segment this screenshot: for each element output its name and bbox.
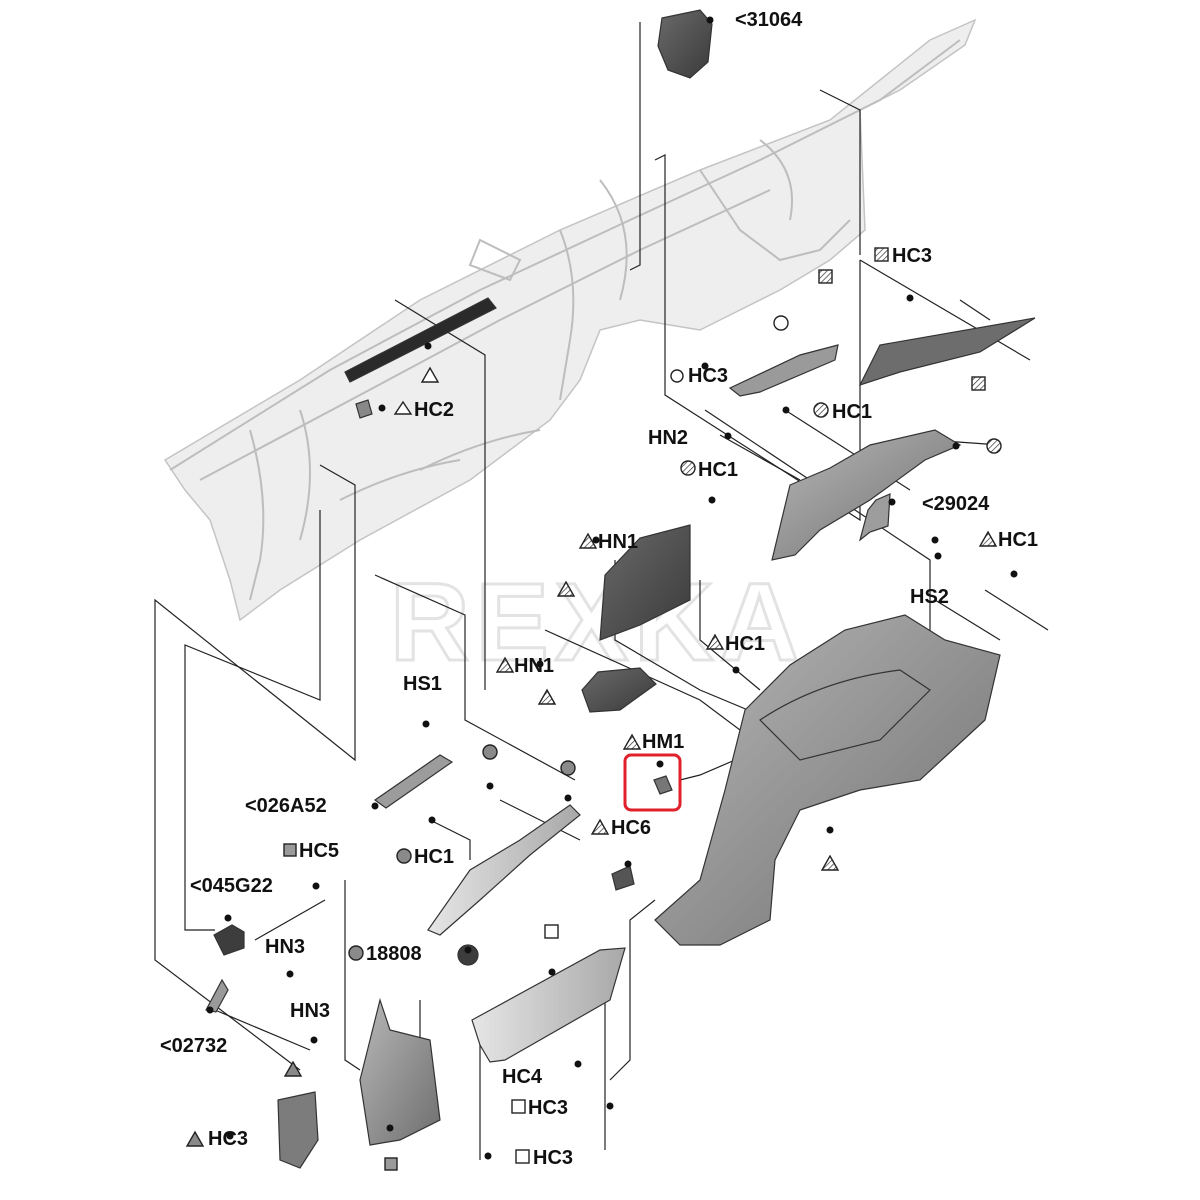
part-sill-strip [344,297,497,383]
part-upper-rail [728,344,839,397]
open-square-icon [515,1149,530,1164]
label-29024: <29024 [922,493,990,515]
open-circle-icon [670,369,684,383]
label-hc3-a: HC3 [892,245,932,267]
label-hc3-b: HC3 [688,365,728,387]
filled-triangle-icon [283,1060,303,1077]
filled-square-icon [283,843,297,857]
part-hn1-panel [599,524,691,641]
part-upper-trim [858,317,1036,387]
open-square-icon [544,924,559,939]
part-lower-sill [471,947,626,1063]
open-triangle-icon [420,366,440,383]
part-29024 [858,493,891,542]
label-hn3-a: HN3 [265,936,305,958]
part-hc2-clip [355,399,373,419]
hatched-circle-icon [986,438,1002,454]
part-hm1-clip [653,775,673,795]
label-hc3-e: HC3 [533,1147,573,1169]
part-small-panel [581,667,657,713]
label-045g22: <045G22 [190,875,273,897]
highlight-box-hm1 [623,753,682,812]
filled-circle-icon [560,760,576,776]
label-31064: <31064 [735,9,803,31]
hatched-triangle-icon [556,580,576,597]
label-hn3-b: HN3 [290,1000,330,1022]
part-31064 [657,9,713,79]
label-02732: <02732 [160,1035,227,1057]
callout-labels: <31064 HC3 HC3 HC1 HC2 HN2 HC1 <29024 HC… [160,9,1038,1169]
hatched-triangle-icon [537,688,557,705]
label-hs2: HS2 [910,586,949,608]
hatched-triangle-icon [705,633,725,650]
part-045g22 [213,924,245,956]
label-hc2: HC2 [414,399,454,421]
part-18808 [457,944,479,966]
label-hc1-d: HC1 [725,633,765,655]
watermark: REXKA [390,561,805,684]
label-hm1: HM1 [642,731,684,753]
filled-circle-icon [396,848,412,864]
hatched-triangle-icon [820,854,840,871]
open-triangle-icon [393,400,413,415]
filled-circle-icon [482,744,498,760]
part-hc6-clip [611,865,635,891]
label-hc3-d: HC3 [208,1128,248,1150]
part-lower-b-pillar [359,997,441,1146]
car-body-shell [163,18,977,622]
label-hn1-b: HN1 [514,655,554,677]
hatched-circle-icon [680,460,696,476]
hatched-triangle-icon [590,818,610,835]
label-hc1-c: HC1 [998,529,1038,551]
part-026a52 [373,754,454,809]
label-18808: 18808 [366,943,422,965]
label-hc4: HC4 [502,1066,543,1088]
hatched-square-icon [874,247,889,262]
filled-square-icon [384,1157,398,1171]
hatched-square-icon [818,269,833,284]
callout-dots [206,16,1018,1160]
label-hc1-a: HC1 [832,401,872,423]
label-hc3-c: HC3 [528,1097,568,1119]
label-hc5: HC5 [299,840,339,862]
hatched-square-icon [971,376,986,391]
open-square-icon [511,1099,526,1114]
open-circle-icon [773,315,789,331]
hatched-triangle-icon [578,532,598,549]
label-hc1-b: HC1 [698,459,738,481]
filled-circle-icon [348,945,364,961]
label-hn2: HN2 [648,427,688,449]
hatched-triangle-icon [495,656,515,673]
filled-triangle-icon [185,1130,205,1147]
hatched-triangle-icon [978,530,998,547]
hatched-circle-icon [813,402,829,418]
parts [205,9,1036,1169]
label-hc6: HC6 [611,817,651,839]
label-hs1: HS1 [403,673,442,695]
label-026a52: <026A52 [245,795,327,817]
part-c-pillar-upper [771,429,962,561]
part-kick-panel [277,1091,319,1169]
label-hn1-a: HN1 [598,531,638,553]
part-b-pillar-trim [427,804,581,936]
symbols [185,247,1002,1171]
hatched-triangle-icon [622,733,642,750]
part-quarter-panel [654,614,1001,946]
label-hc1-e: HC1 [414,846,454,868]
